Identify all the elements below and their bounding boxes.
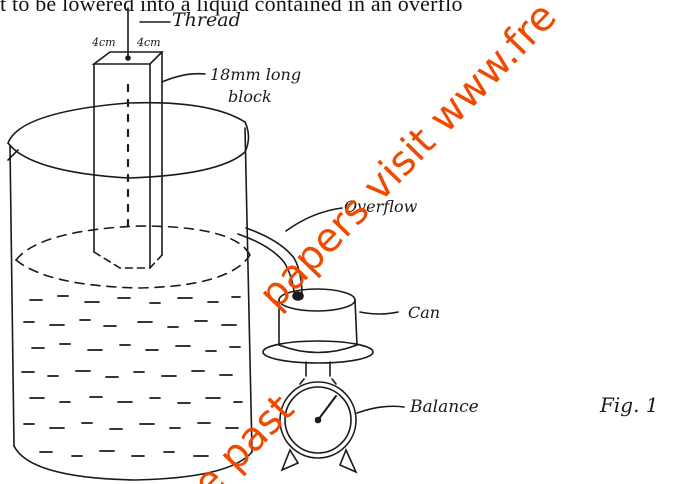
label-dim-left: 4cm — [91, 36, 116, 49]
wooden-block — [94, 52, 162, 268]
label-figure: Fig. 1 — [599, 393, 659, 417]
label-thread: Thread — [172, 9, 241, 31]
label-can: Can — [408, 303, 440, 322]
watermark-upper: papers visit www.fre — [250, 0, 565, 318]
liquid — [22, 296, 242, 456]
label-block: 18mm long block — [210, 65, 306, 106]
label-dim-right: 4cm — [136, 36, 161, 49]
liquid-surface — [16, 226, 250, 288]
block-leader — [162, 74, 205, 82]
overflow-vessel — [8, 103, 252, 480]
label-block-line1: 18mm long — [210, 65, 301, 84]
label-block-line2: block — [228, 87, 272, 106]
label-balance: Balance — [409, 397, 479, 417]
